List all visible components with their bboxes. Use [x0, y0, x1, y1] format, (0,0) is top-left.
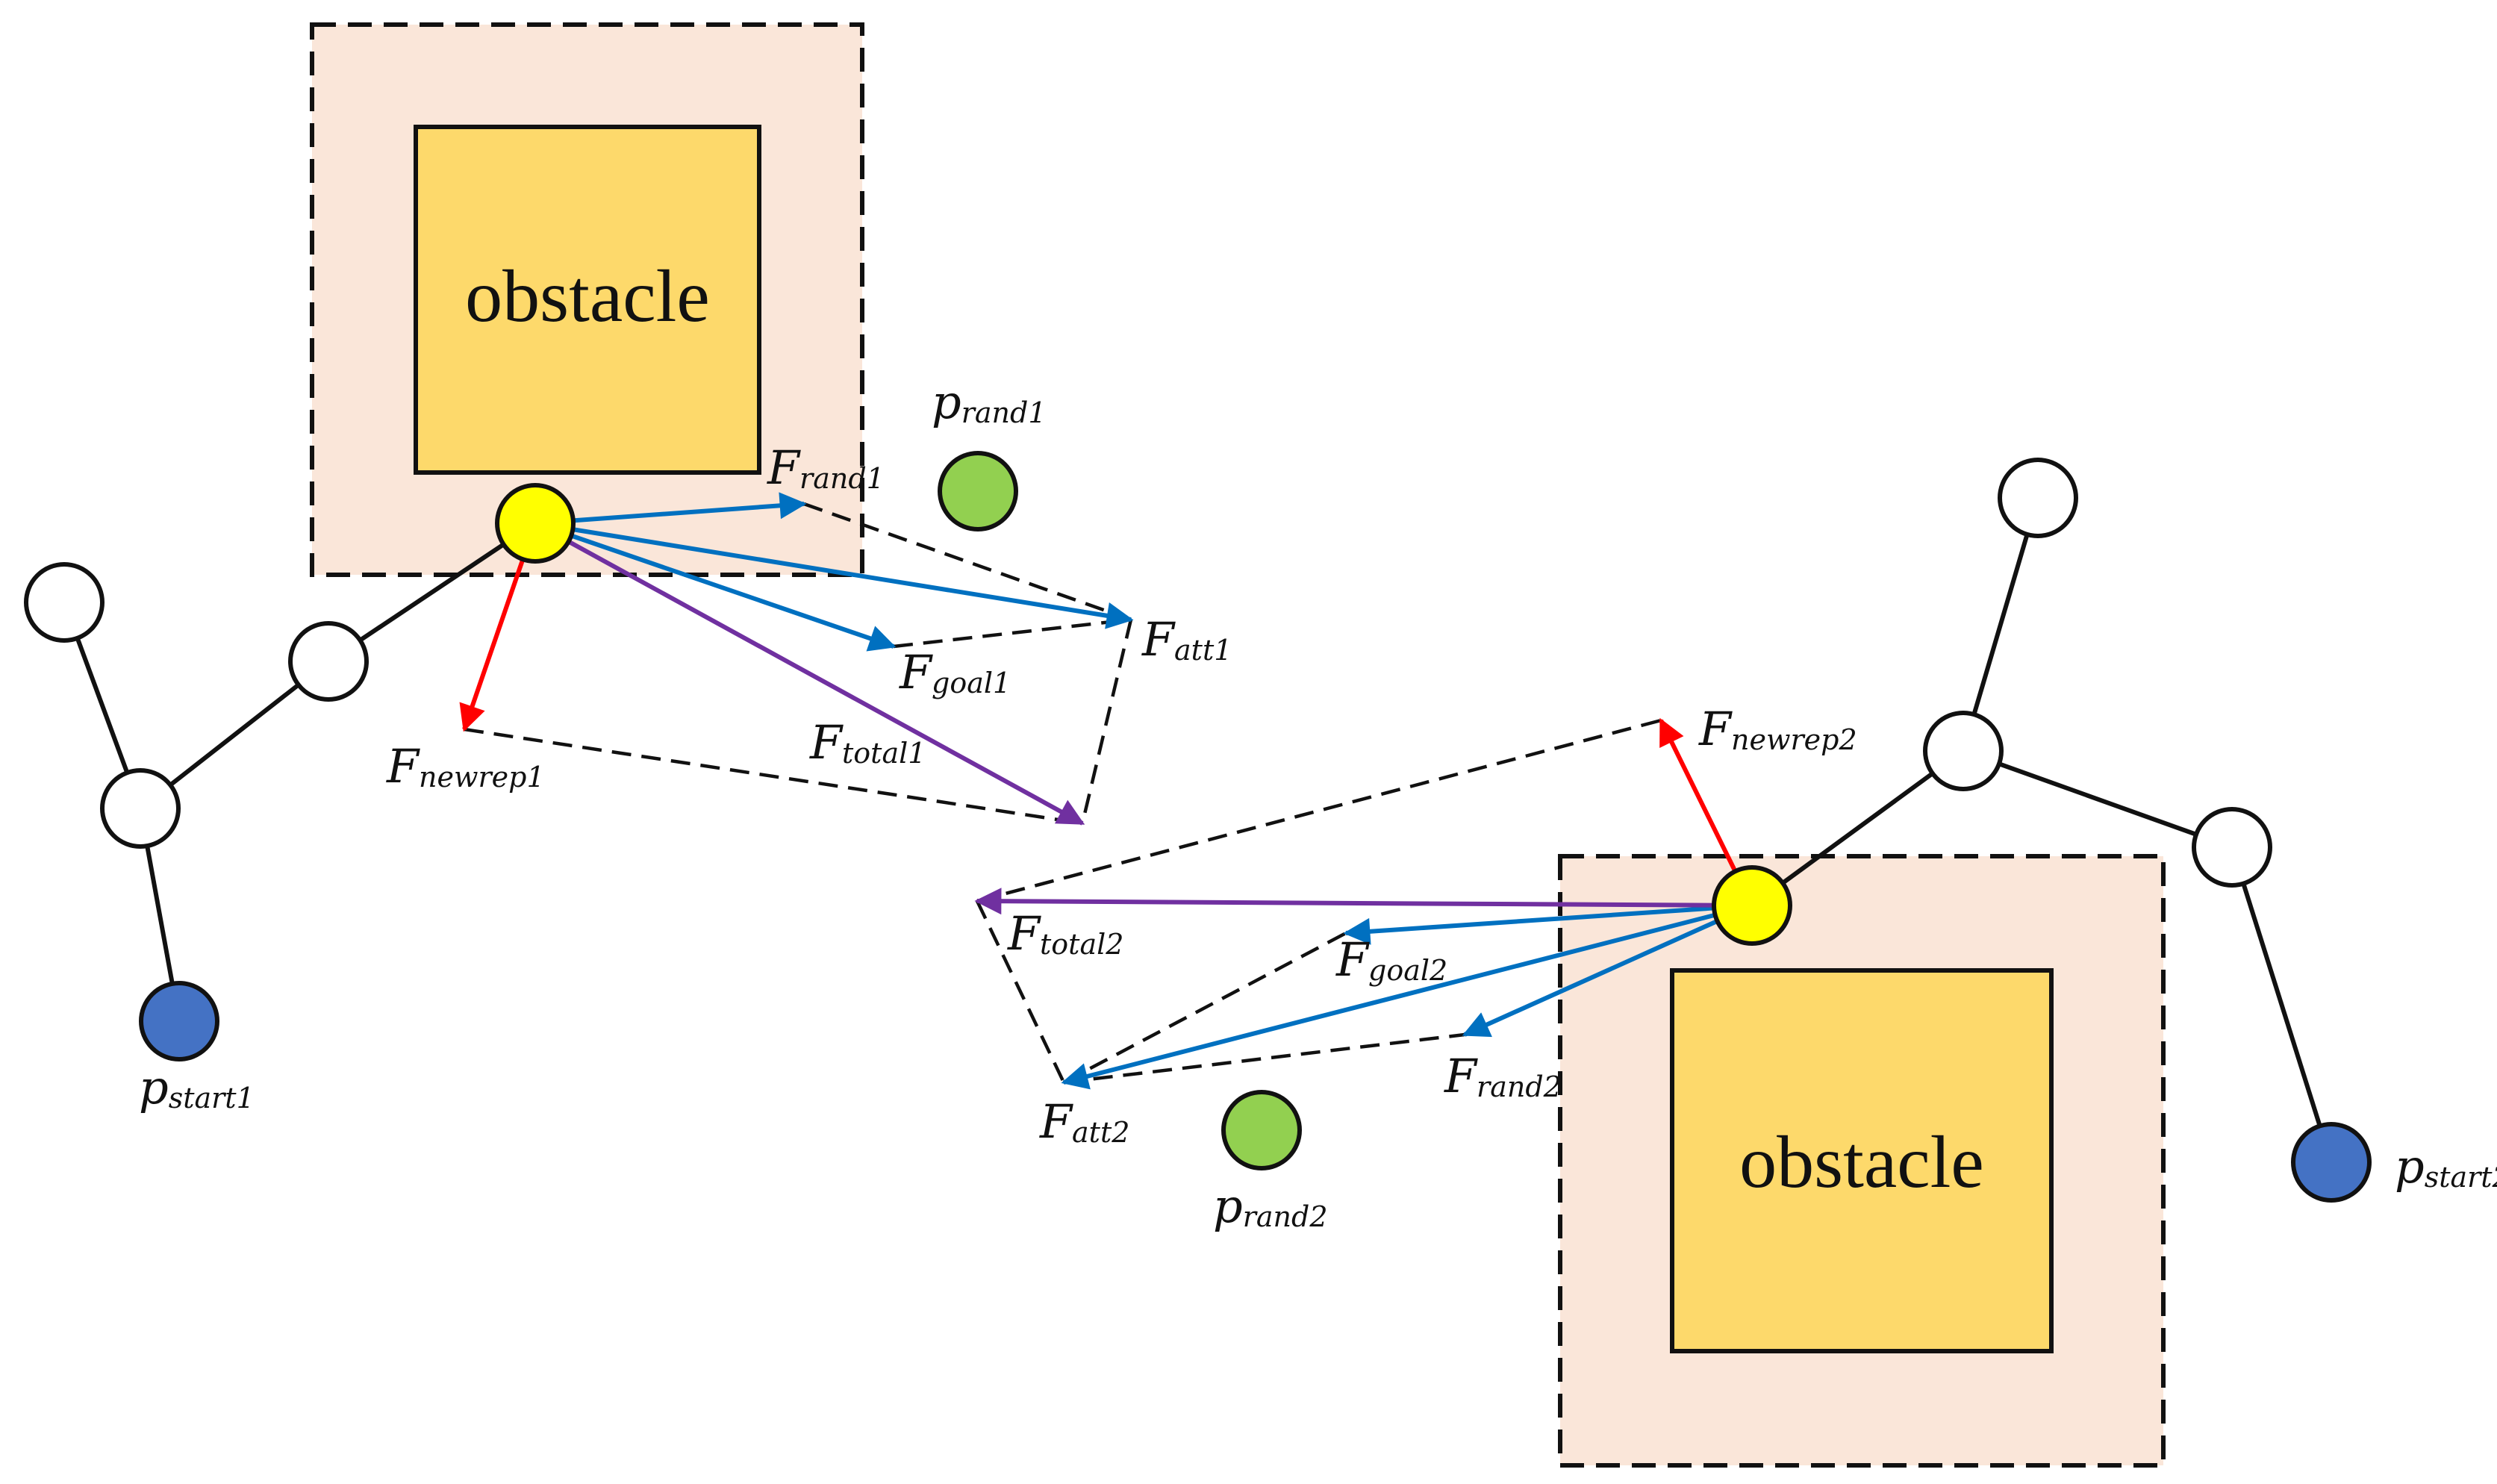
left-p-start-label: pstart1: [139, 1060, 255, 1114]
left-dashed-guide: [464, 727, 1083, 826]
right-tree-edge: [1751, 749, 1965, 908]
left-current-node: [495, 483, 576, 564]
left-dashed-guide: [1080, 619, 1133, 824]
right-tree-edge: [1962, 749, 2233, 849]
right-tree-node: [1998, 458, 2078, 538]
left-dashed-guide: [893, 617, 1132, 649]
right-f-att-arrow: [1061, 903, 1753, 1090]
right-f-rand-label: Frand2: [1444, 1049, 1562, 1103]
left-f-att-arrow: [534, 521, 1134, 629]
left-obstacle: [414, 125, 761, 475]
right-f-goal-label: Fgoal2: [1335, 932, 1447, 987]
right-current-node: [1712, 865, 1792, 946]
left-f-total-label: Ftotal1: [809, 715, 926, 770]
right-dashed-guide: [975, 900, 1066, 1083]
left-scenario: obstacle prand1 pstart1 Frand1 Fatt1 Fgo…: [24, 22, 1232, 1114]
left-f-rand-arrow: [534, 492, 807, 526]
right-p-rand-label: prand2: [1213, 1179, 1328, 1233]
right-dashed-guide: [1062, 932, 1347, 1084]
left-f-rand-label: Frand1: [767, 440, 885, 495]
left-random-node: [938, 451, 1018, 531]
left-tree-node: [288, 621, 369, 702]
right-p-start-label: pstart2: [2395, 1139, 2497, 1194]
left-f-total-arrow: [534, 521, 1085, 826]
left-f-goal-label: Fgoal1: [899, 645, 1011, 699]
left-f-goal-arrow: [534, 521, 897, 652]
right-tree-node: [2192, 807, 2272, 888]
left-p-rand-label: prand1: [932, 375, 1047, 429]
right-f-rand-arrow: [1462, 903, 1753, 1038]
left-f-newrep-label: Fnewrep1: [386, 739, 545, 794]
right-obstacle-label: obstacle: [1739, 1120, 1984, 1203]
right-f-total-label: Ftotal2: [1007, 906, 1123, 961]
right-tree-node: [1923, 711, 2004, 791]
left-f-att-label: Fatt1: [1141, 612, 1232, 667]
right-tree-edge: [2230, 847, 2334, 1163]
right-random-node: [1221, 1090, 1302, 1170]
right-start-node: [2291, 1122, 2372, 1203]
right-f-att-label: Fatt2: [1039, 1094, 1129, 1149]
right-f-newrep-label: Fnewrep2: [1698, 702, 1857, 756]
left-start-node: [139, 981, 219, 1061]
left-tree-node: [100, 768, 181, 849]
right-scenario: obstacle prand2 pstart2 Frand2 Fatt2 Fgo…: [974, 458, 2497, 1468]
left-tree-edge: [327, 521, 537, 664]
right-dashed-guide: [1063, 1032, 1465, 1085]
right-obstacle: [1670, 968, 2054, 1353]
left-obstacle-label: obstacle: [465, 255, 710, 337]
left-tree-node: [24, 562, 105, 643]
right-f-goal-arrow: [1343, 903, 1753, 945]
right-tree-edge: [1961, 497, 2040, 752]
right-f-total-arrow: [974, 888, 1753, 915]
